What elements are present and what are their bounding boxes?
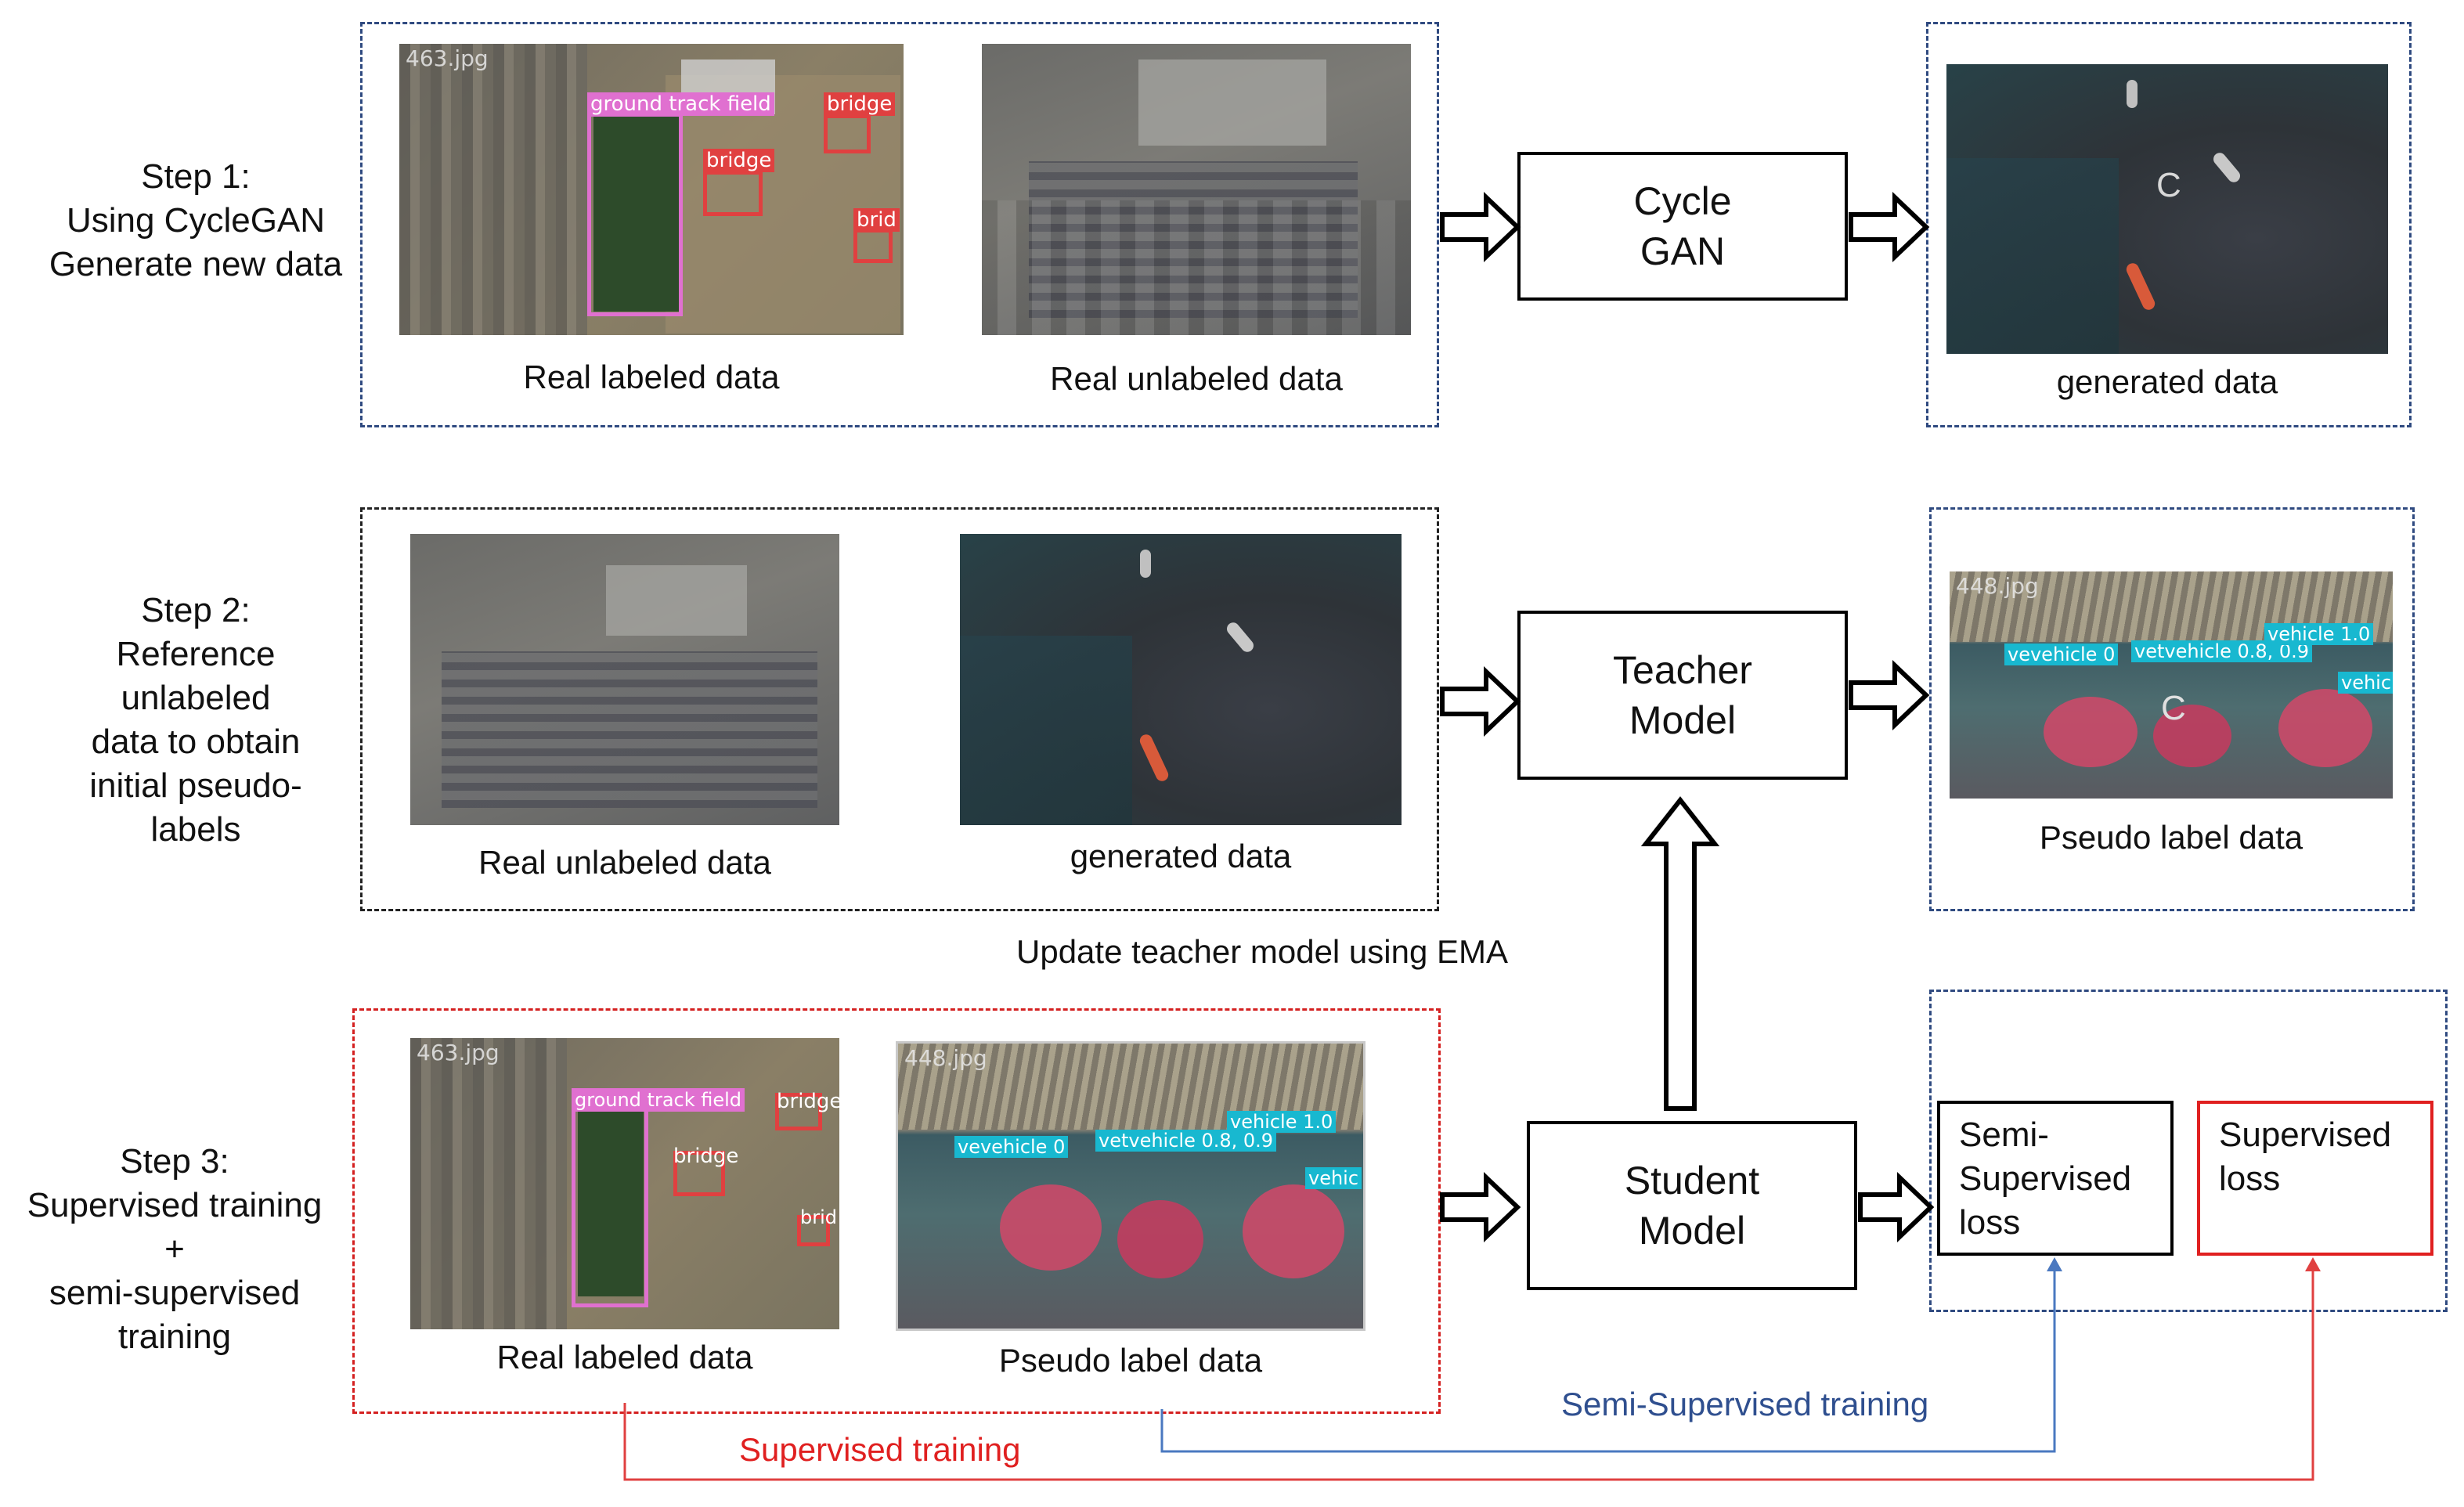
hollow-arrow-from-teacher [1849, 660, 1930, 730]
step1-label: Step 1: Using CycleGAN Generate new data [49, 157, 343, 283]
caption-real-labeled-2: Real labeled data [496, 1339, 753, 1375]
detection-label-track: ground track field [587, 92, 774, 116]
hollow-arrow-from-cyclegan [1849, 192, 1930, 262]
detection-label-bridge: bridge [703, 149, 775, 172]
generated-image: C [1946, 64, 2388, 354]
supervised-training-line [623, 1270, 2314, 1481]
step2-output-group [1929, 507, 2415, 911]
c-mark: C [2156, 166, 2181, 204]
c-mark-2: C [2161, 689, 2186, 727]
caption-real-unlabeled-2: Real unlabeled data [478, 844, 771, 881]
step3-label: Step 3: Supervised training + semi-super… [27, 1142, 323, 1356]
hollow-arrow-to-teacher [1440, 666, 1521, 737]
detection-box-bridge-2 [824, 114, 871, 153]
step1-input-group [360, 22, 1439, 427]
detection-label-bridge-5: bridge [777, 1090, 839, 1113]
pseudo-label-vetvehicle: vetvehicle 0.8, 0.9 [2131, 640, 2313, 662]
supervised-loss-box: Supervised loss [2197, 1101, 2433, 1256]
image-filename: 463.jpg [406, 45, 489, 71]
detection-label-bridge-4: bridge [673, 1145, 739, 1168]
step2-input-group [360, 507, 1439, 911]
pseudo-label-vehicle-2: vehicle 1.0 [1227, 1111, 1337, 1133]
real-unlabeled-image [982, 44, 1411, 335]
teacher-model-box: Teacher Model [1517, 611, 1848, 780]
detection-label-track-2: ground track field [572, 1088, 745, 1112]
semi-supervised-loss-box: Semi- Supervised loss [1937, 1101, 2174, 1256]
detection-box-bridge-5 [775, 1093, 822, 1130]
pseudo-label-vehic-2: vehic [1305, 1167, 1362, 1189]
detection-box-bridge-6 [797, 1215, 830, 1246]
caption-generated-1: generated data [2056, 363, 2278, 400]
loss-group [1929, 990, 2448, 1312]
detection-label-bridge-3: brid [853, 208, 900, 232]
caption-pseudo-2: Pseudo label data [998, 1342, 1263, 1379]
image-filename-448b: 448.jpg [904, 1045, 987, 1071]
caption-real-unlabeled-1: Real unlabeled data [1050, 360, 1343, 397]
pseudo-label-vehicle: vehicle 1.0 [2264, 623, 2374, 645]
pseudo-label-vehic: vehic [2338, 672, 2393, 694]
caption-pseudo-1: Pseudo label data [2039, 819, 2303, 856]
detection-box-bridge [703, 171, 763, 216]
semi-training-line [1160, 1270, 2056, 1453]
pseudo-label-vevehicle: vevehicle 0 [2004, 644, 2119, 665]
detection-label-bridge-2: bridge [824, 92, 896, 116]
cyclegan-box: Cycle GAN [1517, 152, 1848, 301]
pseudo-label-image-2: 448.jpg vevehicle 0 vetvehicle 0.8, 0.9 … [896, 1041, 1365, 1331]
supervised-training-arrowhead [2305, 1257, 2321, 1271]
image-filename-448: 448.jpg [1956, 573, 2039, 599]
caption-real-labeled: Real labeled data [523, 359, 780, 395]
semi-supervised-training-label: Semi-Supervised training [1561, 1386, 1929, 1422]
pseudo-label-vetvehicle-2: vetvehicle 0.8, 0.9 [1095, 1130, 1277, 1152]
step1-output-group [1926, 22, 2412, 427]
real-labeled-image-2: 463.jpg ground track field bridge bridge… [410, 1038, 839, 1329]
real-labeled-image: 463.jpg ground track field bridge bridge… [399, 44, 904, 335]
step3-input-group [352, 1008, 1441, 1414]
detection-box-bridge-4 [673, 1151, 725, 1196]
supervised-training-label: Supervised training [739, 1431, 1021, 1468]
pseudo-label-image: 448.jpg vevehicle 0 vetvehicle 0.8, 0.9 … [1950, 571, 2393, 799]
caption-generated-2: generated data [1070, 838, 1292, 874]
hollow-arrow-from-student [1858, 1172, 1935, 1242]
step2-label: Step 2: Reference unlabeled data to obta… [89, 591, 302, 849]
real-unlabeled-image-2 [410, 534, 839, 825]
hollow-arrow-to-student [1440, 1172, 1521, 1242]
ema-label: Update teacher model using EMA [1016, 933, 1509, 970]
detection-label-bridge-6: brid [800, 1206, 838, 1228]
student-model-box: Student Model [1527, 1121, 1857, 1290]
image-filename-463b: 463.jpg [417, 1040, 500, 1065]
generated-image-2 [960, 534, 1402, 825]
pseudo-label-vevehicle-2: vevehicle 0 [954, 1136, 1069, 1158]
hollow-arrow-ema [1640, 796, 1720, 1111]
hollow-arrow-to-cyclegan [1440, 192, 1521, 262]
semi-training-arrowhead [2047, 1257, 2062, 1271]
